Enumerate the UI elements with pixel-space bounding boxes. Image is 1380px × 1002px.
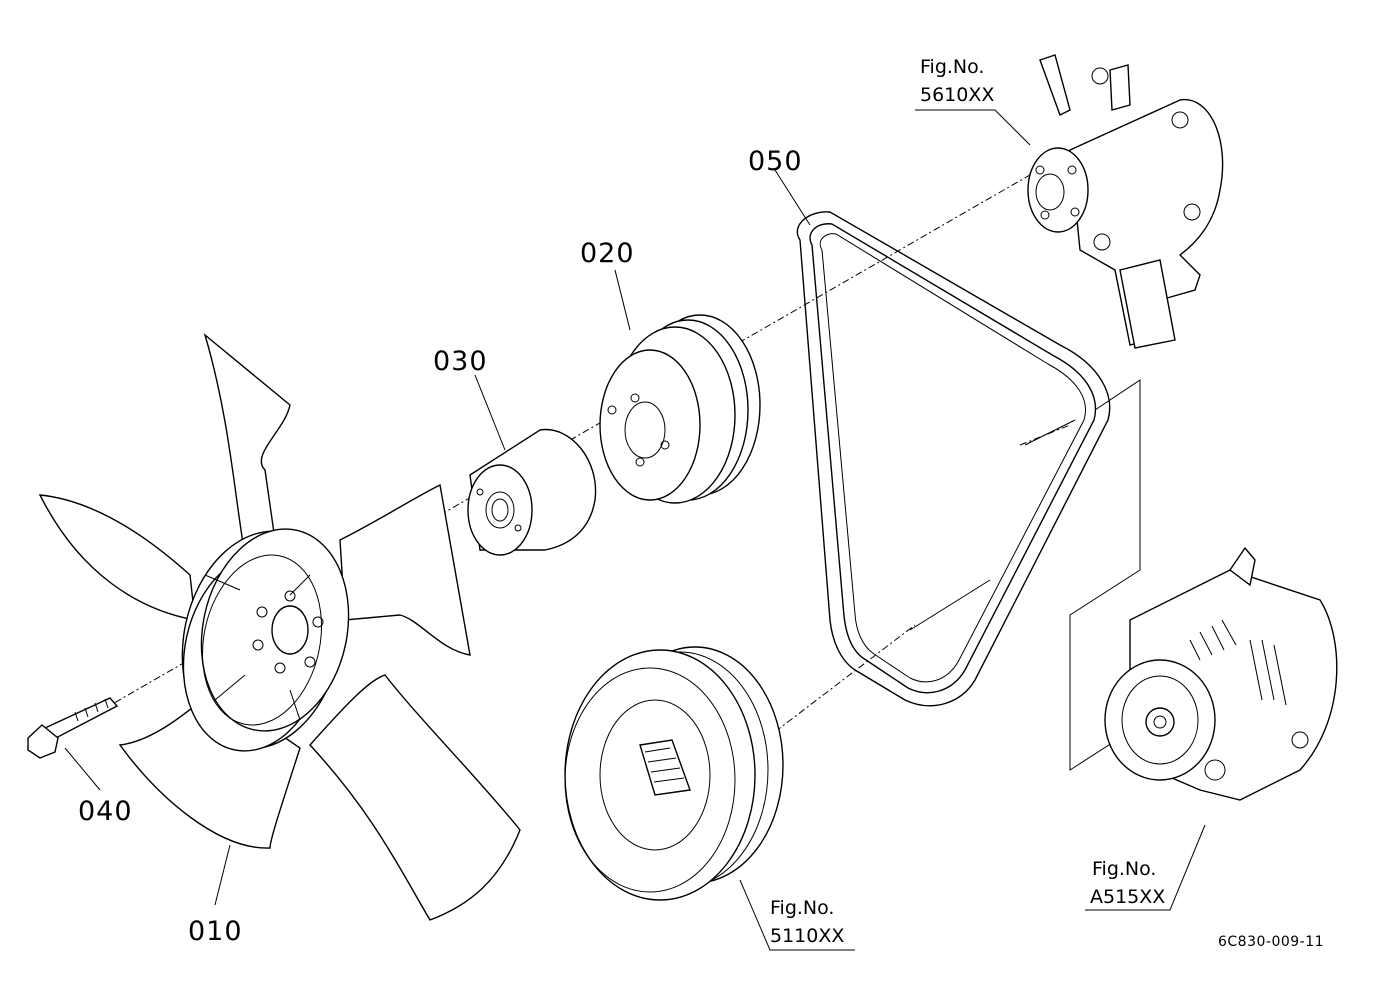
crank-pulley-ref-line1: Fig.No. <box>770 897 834 919</box>
water-pump-ref-line1: Fig.No. <box>920 56 984 78</box>
water-pump-ref-line2: 5610XX <box>920 84 994 106</box>
crank-pulley <box>564 646 784 901</box>
alternator-ref-line2: A515XX <box>1090 886 1165 908</box>
fan-bolt-040[interactable] <box>27 697 119 759</box>
fan-spacer-030[interactable] <box>467 428 597 556</box>
v-belt-050[interactable] <box>796 211 1111 707</box>
alternator-ref-line1: Fig.No. <box>1092 858 1156 880</box>
water-pump <box>1027 54 1224 349</box>
part-label-050: 050 <box>748 146 803 177</box>
drawing-code: 6C830-009-11 <box>1218 934 1324 950</box>
fan-pulley-020[interactable] <box>599 314 761 504</box>
part-label-010: 010 <box>188 916 243 947</box>
alternator <box>1104 546 1338 801</box>
leader-lines <box>64 109 1206 951</box>
cooling-fan-010[interactable] <box>38 333 521 921</box>
crank-pulley-ref-line2: 5110XX <box>770 925 844 947</box>
part-label-020: 020 <box>580 238 635 269</box>
alternator-belt-bracket <box>909 379 1141 771</box>
part-label-040: 040 <box>78 796 133 827</box>
part-label-030: 030 <box>433 346 488 377</box>
